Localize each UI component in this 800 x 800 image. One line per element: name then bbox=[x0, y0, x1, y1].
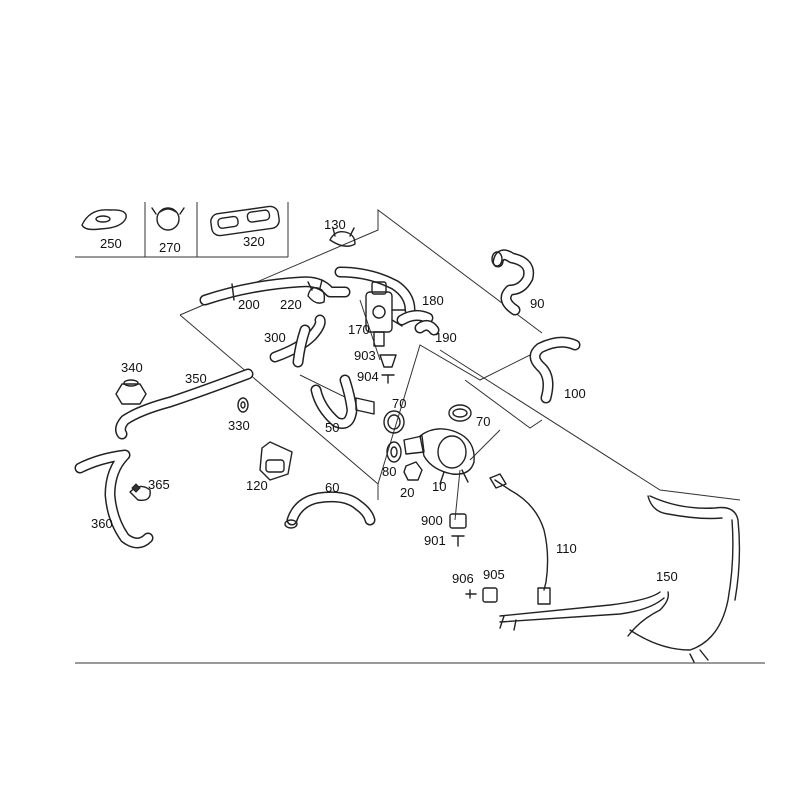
callout-350: 350 bbox=[185, 371, 207, 386]
callout-100: 100 bbox=[564, 386, 586, 401]
callout-130: 130 bbox=[324, 217, 346, 232]
water-pump-10[interactable] bbox=[403, 428, 475, 485]
hose-190[interactable] bbox=[414, 319, 440, 336]
callout-330: 330 bbox=[228, 418, 250, 433]
callout-10: 10 bbox=[432, 479, 446, 494]
callout-903: 903 bbox=[354, 348, 376, 363]
callout-904: 904 bbox=[357, 369, 379, 384]
callout-320: 320 bbox=[243, 234, 265, 249]
callouts: 10 20 50 60 70 70 80 90 100 110 120 130 … bbox=[91, 217, 678, 586]
hose-60[interactable] bbox=[284, 491, 376, 529]
clip-130[interactable] bbox=[329, 227, 356, 247]
callout-250: 250 bbox=[100, 236, 122, 251]
callout-365: 365 bbox=[148, 477, 170, 492]
connector-900[interactable] bbox=[449, 513, 467, 529]
part-270-clip[interactable] bbox=[151, 207, 185, 231]
clip-365[interactable] bbox=[129, 483, 151, 501]
connector-905[interactable] bbox=[482, 587, 498, 603]
hose-90[interactable] bbox=[491, 249, 535, 316]
bracket-120[interactable] bbox=[259, 441, 293, 481]
callout-906: 906 bbox=[452, 571, 474, 586]
plug-901[interactable] bbox=[451, 535, 465, 547]
callout-270: 270 bbox=[159, 240, 181, 255]
plug-906[interactable] bbox=[465, 589, 477, 599]
hose-350[interactable] bbox=[115, 368, 254, 440]
clamp-70-left[interactable] bbox=[383, 410, 405, 434]
clamp-70-right[interactable] bbox=[448, 404, 472, 422]
hose-360[interactable] bbox=[74, 449, 154, 549]
callout-900: 900 bbox=[421, 513, 443, 528]
seal-80[interactable] bbox=[386, 441, 402, 463]
callout-90: 90 bbox=[530, 296, 544, 311]
callout-170: 170 bbox=[348, 322, 370, 337]
part-250-spacer[interactable] bbox=[81, 209, 127, 231]
callout-110: 110 bbox=[556, 541, 577, 556]
hose-100[interactable] bbox=[529, 336, 581, 404]
callout-50: 50 bbox=[325, 420, 339, 435]
callout-70-right: 70 bbox=[476, 414, 490, 429]
callout-70-left: 70 bbox=[392, 396, 406, 411]
callout-120: 120 bbox=[246, 478, 268, 493]
callout-340: 340 bbox=[121, 360, 143, 375]
clip-220[interactable] bbox=[307, 279, 326, 304]
callout-360: 360 bbox=[91, 516, 113, 531]
callout-20: 20 bbox=[400, 485, 414, 500]
washer-330[interactable] bbox=[237, 397, 249, 413]
hose-50[interactable] bbox=[310, 374, 375, 429]
small-parts-legend bbox=[75, 202, 289, 258]
hose-180[interactable] bbox=[396, 309, 434, 326]
callout-901: 901 bbox=[424, 533, 446, 548]
callout-200: 200 bbox=[238, 297, 260, 312]
callout-190: 190 bbox=[435, 330, 457, 345]
plug-904[interactable] bbox=[381, 374, 395, 384]
connector-903[interactable] bbox=[379, 354, 397, 368]
callout-60: 60 bbox=[325, 480, 339, 495]
callout-220: 220 bbox=[280, 297, 302, 312]
nut-340[interactable] bbox=[115, 379, 147, 405]
callout-180: 180 bbox=[422, 293, 444, 308]
part-320-gasket[interactable] bbox=[210, 205, 280, 237]
hose-300[interactable] bbox=[269, 314, 326, 368]
callout-905: 905 bbox=[483, 567, 505, 582]
callout-150: 150 bbox=[656, 569, 678, 584]
nut-20[interactable] bbox=[403, 461, 423, 481]
hose-200[interactable] bbox=[199, 266, 416, 316]
harness-150[interactable] bbox=[499, 495, 741, 663]
cable-110[interactable] bbox=[489, 473, 551, 605]
callout-300: 300 bbox=[264, 330, 286, 345]
leader-lines bbox=[179, 209, 741, 521]
callout-80: 80 bbox=[382, 464, 396, 479]
